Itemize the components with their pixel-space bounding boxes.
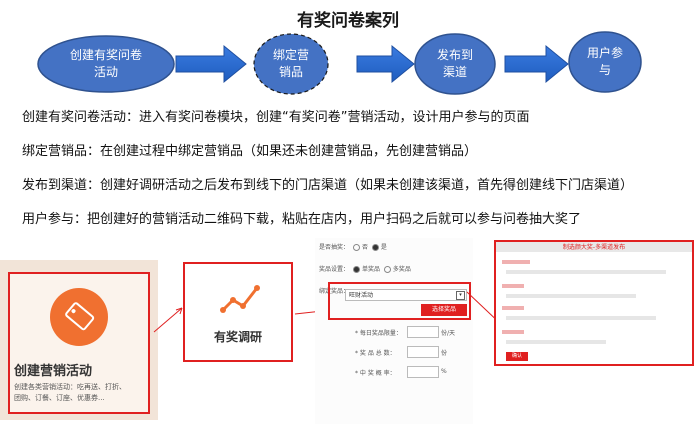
create-activity-title: 创建营销活动 [14,364,93,379]
channel-group-4-title [502,330,524,334]
publish-header-title: 制选颜大奖-多渠道发布 [562,244,626,251]
flow-arrow-2 [356,44,415,84]
description-create: 创建有奖问卷活动：进入有奖问卷模块，创建“有奖问卷”营销活动，设计用户参与的页面 [22,110,530,125]
daily-limit-input[interactable] [407,326,439,338]
prize-select[interactable]: 旺财活动 ▾ [345,289,467,301]
prize-select-value: 旺财活动 [349,292,374,299]
daily-limit-unit: 份/天 [441,330,456,337]
flow-step-publish-label-1: 发布到 [437,47,473,62]
lottery-yes-radio[interactable] [371,244,379,251]
flow-step-bind-label-2: 销品 [279,65,303,79]
flow-step-participate-label-2: 与 [599,63,611,77]
flow-step-publish: 发布到 渠道 [414,33,496,95]
lottery-form-panel: 是否抽奖： 否 是 奖品设置： 单奖品 多奖品 绑定奖品： 旺财活动 ▾ 选择奖… [315,238,473,424]
channel-group-3-title [502,306,524,310]
flow-step-bind: 绑定营 销品 [253,33,329,95]
tag-icon [50,288,108,346]
flow-step-create-label-1: 创建有奖问卷 [70,47,142,62]
total-prize-label: * 奖 品 总 数： [355,350,396,357]
flow-arrow-1 [175,44,247,84]
chevron-down-icon: ▾ [456,291,465,300]
description-participate: 用户参与：把创建好的营销活动二维码下载，粘贴在店内，用户扫码之后就可以参与问卷抽… [22,212,582,227]
lottery-no-radio[interactable] [352,244,360,251]
publish-submit-button[interactable]: 确认 [506,352,528,361]
channel-group-3-row [506,316,656,320]
single-prize-radio[interactable] [352,266,360,273]
daily-limit-label: * 每日奖品限量： [355,330,402,337]
win-rate-unit: % [441,368,447,375]
channel-group-2-title [502,284,524,288]
bind-prize-label: 绑定奖品： [319,288,350,295]
create-activity-subtitle-1: 创建各类营销活动：吃再送、打折、 [14,383,126,391]
flow-step-create: 创建有奖问卷 活动 [37,35,175,93]
publish-panel: 制选颜大奖-多渠道发布 确认 [494,240,694,366]
page-title: 有奖问卷案列 [297,11,399,31]
total-prize-unit: 份 [441,350,448,357]
lottery-label: 是否抽奖： [319,244,350,251]
channel-group-4-row [506,340,606,344]
prize-select-highlight [328,282,471,320]
publish-header: 制选颜大奖-多渠道发布 [496,242,692,252]
research-card[interactable]: 有奖调研 [183,262,293,362]
select-prize-button[interactable]: 选择奖品 [421,304,467,316]
connector-arrow-1 [153,307,183,333]
create-activity-subtitle-2: 团购、订餐、订座、优惠券... [14,394,105,402]
win-rate-input[interactable] [407,366,439,378]
process-flow: 创建有奖问卷 活动 绑定营 销品 发布到 渠道 用户参 与 [37,31,642,95]
flow-step-participate-label-1: 用户参 [587,45,623,60]
total-prize-input[interactable] [407,346,439,358]
flow-arrow-3 [504,44,569,84]
trend-icon [220,285,260,313]
create-activity-card[interactable]: 创建营销活动 创建各类营销活动：吃再送、打折、 团购、订餐、订座、优惠券... [0,260,158,420]
research-label: 有奖调研 [213,330,262,344]
channel-group-1-title [502,260,530,264]
flow-step-create-label-2: 活动 [94,65,118,79]
lottery-yes-label: 是 [380,244,387,251]
flow-step-publish-label-2: 渠道 [443,65,467,79]
single-prize-label: 单奖品 [361,266,380,273]
win-rate-label: * 中 奖 概 率： [355,370,396,377]
flow-step-participate: 用户参 与 [568,31,642,93]
channel-group-2-row [506,294,636,298]
flow-step-bind-label-1: 绑定营 [273,47,309,62]
description-publish: 发布到渠道：创建好调研活动之后发布到线下的门店渠道（如果未创建该渠道，首先得创建… [22,178,634,193]
multi-prize-radio[interactable] [383,266,391,273]
lottery-no-label: 否 [361,244,368,251]
description-bind: 绑定营销品：在创建过程中绑定营销品（如果还未创建营销品，先创建营销品） [22,144,478,159]
multi-prize-label: 多奖品 [392,266,411,273]
channel-group-1-row [506,270,666,274]
prize-setting-label: 奖品设置： [319,266,350,273]
